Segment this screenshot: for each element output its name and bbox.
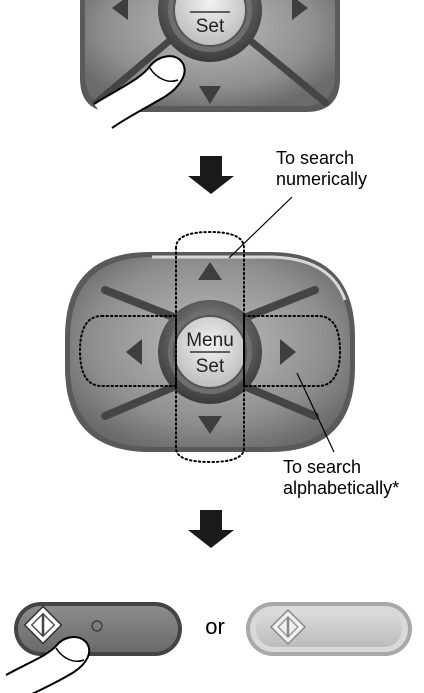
numeric-search-label: To search numerically <box>276 148 367 190</box>
top-dpad-right-arrow-icon <box>292 0 308 20</box>
dark-start-button[interactable] <box>14 602 182 656</box>
numeric-search-line2: numerically <box>276 169 368 189</box>
down-arrow-button-icon[interactable] <box>198 416 222 434</box>
down-arrow-icon <box>188 156 234 194</box>
or-label: or <box>205 614 225 639</box>
set-label: Set <box>196 356 225 377</box>
top-dpad-down-arrow-icon <box>199 86 221 104</box>
finger-icon <box>93 55 186 129</box>
status-led-icon <box>91 620 103 632</box>
alpha-search-line1: To search <box>283 457 362 477</box>
light-start-button[interactable] <box>246 602 412 656</box>
left-arrow-icon[interactable] <box>126 339 142 365</box>
up-arrow-icon[interactable] <box>198 262 222 280</box>
top-dpad-set-label: Set <box>196 16 225 37</box>
dotted-highlight <box>78 230 342 464</box>
menu-label: Menu <box>186 330 234 351</box>
down-arrow-icon-2 <box>188 510 234 548</box>
finger-icon-2 <box>5 636 91 693</box>
numeric-leader-line <box>228 196 293 259</box>
right-arrow-icon[interactable] <box>280 339 296 365</box>
alpha-leader-line <box>296 372 335 453</box>
alpha-search-label: To search alphabetically* <box>283 457 399 499</box>
middle-dpad: Menu Set <box>65 252 355 452</box>
top-dpad-left-arrow-icon <box>112 0 128 20</box>
alpha-search-line2: alphabetically* <box>283 478 400 498</box>
numeric-search-line1: To search <box>276 148 355 168</box>
